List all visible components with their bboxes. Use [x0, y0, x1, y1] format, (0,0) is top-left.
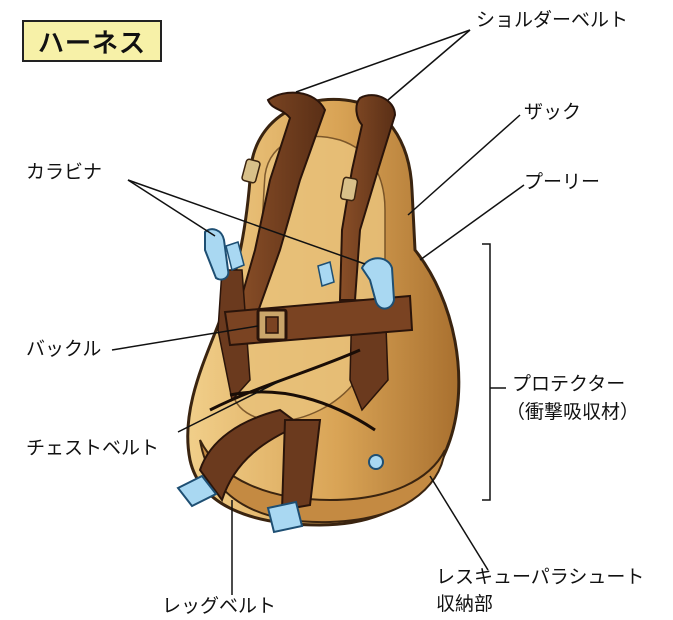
label-reserve-line2: 収納部 — [436, 593, 494, 615]
leader-sack — [407, 114, 521, 216]
leg-buckle-right — [266, 500, 304, 534]
carabiner-right — [360, 257, 396, 310]
diagram-title: ハーネス — [22, 20, 162, 62]
leader-lines — [111, 29, 525, 595]
shoulder-adjuster-left — [241, 158, 261, 184]
label-reserve-line1: レスキューパラシュート — [436, 566, 645, 588]
carabiner-left — [204, 228, 230, 281]
leg-buckle-left — [176, 474, 218, 508]
shoulder-adjuster-right — [339, 176, 359, 202]
shoulder-belt-right — [338, 94, 397, 301]
leg-belt-right — [280, 419, 322, 512]
buckle-center — [265, 316, 279, 334]
leader-shoulder-left — [295, 29, 471, 93]
label-pulley: プーリー — [524, 171, 601, 193]
label-protector: プロテクター — [512, 373, 626, 395]
leader-shoulder-right — [387, 29, 471, 101]
label-buckle: バックル — [26, 338, 102, 360]
leader-buckle — [111, 325, 259, 351]
label-shoulder-belt: ショルダーベルト — [476, 9, 629, 31]
label-protector-note: （衝撃吸収材） — [506, 401, 640, 423]
leader-carabiner-1 — [127, 179, 216, 237]
label-carabiner: カラビナ — [26, 161, 103, 183]
carabiner-left-small — [225, 241, 245, 272]
label-chest-belt: チェストベルト — [26, 437, 160, 459]
reserve-container — [199, 439, 446, 524]
protector-bracket — [482, 243, 491, 501]
leader-reserve — [429, 475, 489, 571]
chest-belt — [209, 348, 376, 432]
leader-pulley — [419, 184, 525, 261]
pulley-ring — [368, 454, 384, 470]
label-sack: ザック — [524, 101, 582, 123]
label-leg-belt: レッグベルト — [162, 595, 277, 617]
leader-carabiner-2 — [127, 179, 366, 265]
carabiner-right-small — [317, 261, 335, 287]
leader-chest-belt — [177, 379, 283, 433]
